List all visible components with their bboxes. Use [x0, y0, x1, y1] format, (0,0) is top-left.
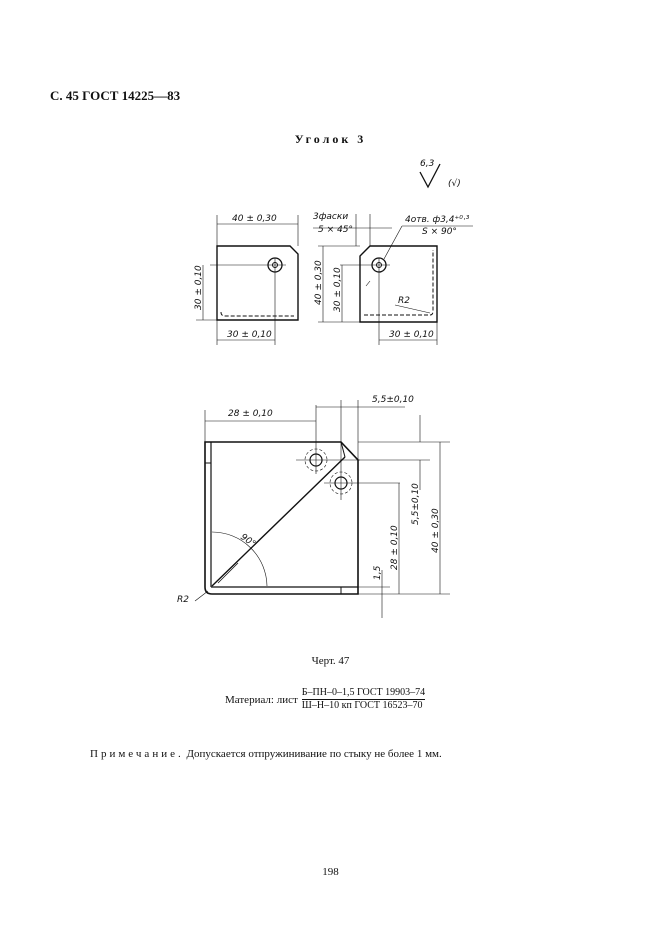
main-view: 28 ± 0,10 5,5±0,10 5,5±0,10 28 ± 0,10 40…	[177, 395, 450, 618]
svg-text:3фаски: 3фаски	[313, 212, 348, 222]
svg-text:S × 90°: S × 90°	[422, 227, 457, 237]
svg-text:R2: R2	[177, 595, 189, 605]
svg-text:6,3: 6,3	[420, 159, 435, 169]
material-denominator: Ш–Н–10 кп ГОСТ 16523–70	[301, 700, 423, 711]
roughness-symbol: 6,3 (√)	[419, 159, 461, 189]
top-view: 40 ± 0,30 30 ± 0,10 30 ± 0,10	[194, 214, 299, 345]
part-title: Уголок 3	[294, 132, 367, 146]
svg-text:28 ± 0,10: 28 ± 0,10	[228, 409, 273, 419]
material-label: Материал: лист	[225, 693, 298, 706]
svg-text:5,5±0,10: 5,5±0,10	[372, 395, 414, 405]
svg-text:40 ± 0,30: 40 ± 0,30	[232, 214, 277, 224]
material-spec: Материал: лист Б–ПН–0–1,5 ГОСТ 19903–74 …	[225, 687, 426, 712]
svg-text:5,5±0,10: 5,5±0,10	[411, 483, 421, 525]
figure-caption: Черт. 47	[311, 655, 350, 667]
svg-text:30 ± 0,10: 30 ± 0,10	[227, 330, 272, 340]
svg-text:1,5: 1,5	[373, 565, 383, 580]
svg-text:5 × 45°: 5 × 45°	[318, 225, 353, 235]
side-view: 3фаски 5 × 45° 4отв. ф3,4⁺⁰·³ S × 90° 40…	[313, 212, 473, 345]
note-text: Допускается отпружинивание по стыку не б…	[183, 748, 442, 760]
svg-text:30 ± 0,10: 30 ± 0,10	[389, 330, 434, 340]
page-header: С. 45 ГОСТ 14225—83	[50, 88, 181, 103]
svg-text:28 ± 0,10: 28 ± 0,10	[390, 525, 400, 570]
svg-text:4отв. ф3,4⁺⁰·³: 4отв. ф3,4⁺⁰·³	[405, 215, 470, 225]
material-fraction: Б–ПН–0–1,5 ГОСТ 19903–74 Ш–Н–10 кп ГОСТ …	[301, 687, 426, 712]
svg-text:(√): (√)	[448, 178, 461, 189]
material-numerator: Б–ПН–0–1,5 ГОСТ 19903–74	[301, 687, 426, 700]
note: Примечание. Допускается отпружинивание п…	[90, 748, 442, 760]
svg-text:40 ± 0,30: 40 ± 0,30	[314, 260, 324, 305]
svg-text:90°: 90°	[238, 532, 257, 549]
svg-text:40 ± 0,30: 40 ± 0,30	[431, 508, 441, 553]
note-lead: Примечание.	[90, 748, 184, 760]
page-number: 198	[322, 866, 339, 878]
svg-text:R2: R2	[398, 296, 410, 306]
svg-text:30 ± 0,10: 30 ± 0,10	[194, 265, 204, 310]
svg-text:30 ± 0,10: 30 ± 0,10	[333, 267, 343, 312]
